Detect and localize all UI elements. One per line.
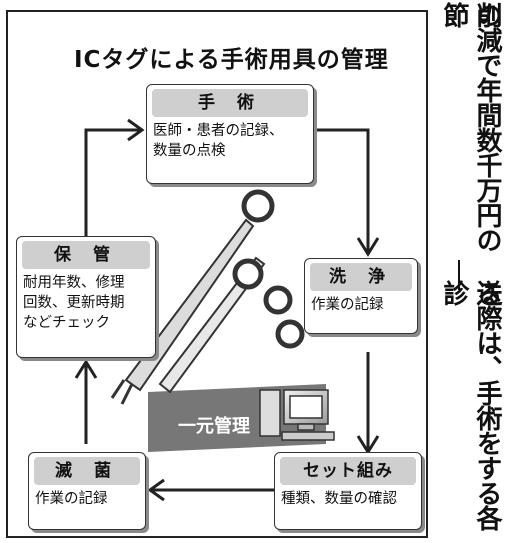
step-surgery: 手 術 医師・患者の記録、 数量の点検	[146, 84, 314, 184]
article-column-3: 術室に用具のセットを送	[472, 280, 502, 305]
computer-icon	[259, 389, 335, 441]
center-label: 一元管理	[178, 416, 250, 437]
step-description: 作業の記録	[35, 491, 108, 507]
arrow-surgery-to-washing	[314, 128, 370, 252]
cycle-arrows	[74, 118, 380, 502]
diagram-panel: ICタグによる手術用具の管理	[6, 10, 428, 538]
column-divider	[458, 260, 460, 290]
cycle-diagram	[74, 118, 380, 502]
forceps-icon	[110, 189, 305, 405]
step-description: 耐用年数、修理 回数、更新時期 などチェック	[23, 275, 125, 331]
step-heading: 洗 浄	[310, 263, 412, 291]
step-description: 医師・患者の記録、 数量の点検	[153, 123, 284, 159]
article-column-2: 削減で年間数千万円の節	[439, 2, 502, 252]
step-description: 作業の記録	[311, 297, 384, 313]
step-sterilization: 滅 菌 作業の記録	[28, 452, 146, 530]
step-heading: 保 管	[22, 241, 150, 269]
step-storage: 保 管 耐用年数、修理 回数、更新時期 などチェック	[16, 236, 156, 358]
step-heading: 滅 菌	[34, 457, 140, 485]
article-column-4: る際は、手術をする各診	[439, 280, 502, 530]
article-column-1: 効率的な更新と人件費の	[472, 2, 502, 27]
step-washing: 洗 浄 作業の記録	[304, 258, 418, 334]
step-set-assembly: セット組み 種類、数量の確認	[274, 452, 422, 530]
step-heading: セット組み	[280, 457, 416, 485]
arrow-storage-to-surgery	[84, 128, 140, 237]
diagram-title: ICタグによる手術用具の管理	[74, 47, 389, 73]
step-heading: 手 術	[152, 89, 308, 117]
step-description: 種類、数量の確認	[281, 491, 397, 507]
